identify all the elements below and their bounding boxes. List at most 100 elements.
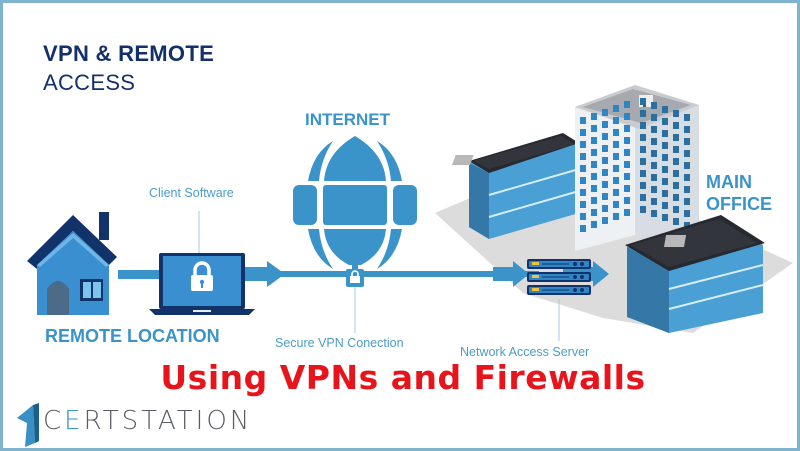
tower-window	[624, 197, 630, 204]
tower-window	[640, 158, 646, 165]
logo-text-prefix: C	[43, 406, 65, 436]
diagram-graphics	[17, 85, 793, 447]
tower-window	[602, 181, 608, 188]
tower-window	[684, 198, 690, 205]
tower-window	[640, 134, 646, 141]
tower-window	[662, 154, 668, 161]
tower-window	[613, 213, 619, 220]
tower-window	[580, 141, 586, 148]
tower-window	[673, 218, 679, 225]
main-office-label: MAIN OFFICE	[706, 171, 772, 215]
tower-window	[602, 121, 608, 128]
main-office-line1: MAIN	[706, 172, 752, 192]
logo-text-suffix: RTSTATION	[83, 406, 253, 436]
tower-window	[673, 194, 679, 201]
tower-window	[662, 214, 668, 221]
client-software-label: Client Software	[149, 186, 234, 200]
diagram-title-line2: ACCESS	[43, 70, 136, 95]
main-office-line2: OFFICE	[706, 194, 772, 214]
secure-vpn-label: Secure VPN Conection	[275, 336, 404, 350]
tower-window	[624, 149, 630, 156]
tower-window	[591, 185, 597, 192]
tower-window	[591, 149, 597, 156]
arrow-right-icon	[243, 261, 285, 287]
tower-window	[651, 186, 657, 193]
globe-icon	[293, 136, 417, 271]
certstation-logo-text: CERTSTATION	[43, 406, 252, 436]
tower-windows	[580, 98, 690, 232]
tower-window	[651, 126, 657, 133]
tower-window	[662, 190, 668, 197]
padlock-icon	[346, 269, 364, 333]
certstation-logo-icon	[17, 403, 39, 447]
tower-window	[684, 150, 690, 157]
tower-window	[580, 189, 586, 196]
office-building-right	[625, 215, 765, 333]
tower-window	[624, 161, 630, 168]
house-icon	[27, 212, 117, 315]
tower-window	[651, 174, 657, 181]
tower-window	[662, 142, 668, 149]
remote-location-label: REMOTE LOCATION	[45, 326, 220, 346]
tower-window	[651, 198, 657, 205]
tower-window	[684, 174, 690, 181]
tower-window	[613, 129, 619, 136]
tower-window	[640, 98, 646, 105]
tower-window	[673, 110, 679, 117]
tower-window	[640, 194, 646, 201]
tower-window	[624, 113, 630, 120]
tower-window	[591, 113, 597, 120]
tower-window	[651, 138, 657, 145]
tower-window	[613, 177, 619, 184]
tower-window	[580, 225, 586, 232]
tower-window	[673, 170, 679, 177]
tower-window	[580, 117, 586, 124]
tower-window	[662, 118, 668, 125]
internet-label: INTERNET	[305, 110, 390, 129]
tower-window	[651, 150, 657, 157]
tower-window	[602, 157, 608, 164]
tower-window	[673, 122, 679, 129]
tower-window	[602, 217, 608, 224]
tower-window	[580, 177, 586, 184]
connection-line	[118, 270, 539, 279]
tower-window	[580, 165, 586, 172]
tower-window	[591, 209, 597, 216]
tower-window	[591, 125, 597, 132]
tower-window	[673, 146, 679, 153]
server-rack-icon	[527, 259, 591, 341]
caption-title: Using VPNs and Firewalls	[160, 358, 646, 397]
tower-window	[684, 126, 690, 133]
tower-window	[640, 122, 646, 129]
tower-window	[651, 210, 657, 217]
tower-window	[624, 185, 630, 192]
network-access-server-label: Network Access Server	[460, 345, 590, 359]
tower-window	[662, 202, 668, 209]
diagram-title-line1: VPN & REMOTE	[43, 41, 215, 66]
tower-window	[580, 129, 586, 136]
tower-window	[591, 173, 597, 180]
tower-window	[640, 206, 646, 213]
tower-window	[684, 114, 690, 121]
tower-window	[580, 153, 586, 160]
tower-window	[591, 137, 597, 144]
tower-window	[662, 106, 668, 113]
arrow-right-icon	[493, 261, 529, 287]
tower-window	[662, 166, 668, 173]
tower-window	[591, 221, 597, 228]
tower-window	[684, 210, 690, 217]
tower-window	[591, 197, 597, 204]
tower-window	[640, 170, 646, 177]
tower-window	[613, 189, 619, 196]
office-building-left	[452, 133, 580, 239]
tower-window	[602, 109, 608, 116]
tower-window	[662, 178, 668, 185]
tower-window	[602, 145, 608, 152]
tower-window	[613, 201, 619, 208]
tower-window	[673, 158, 679, 165]
tower-window	[651, 162, 657, 169]
tower-window	[580, 213, 586, 220]
tower-window	[602, 193, 608, 200]
tower-window	[684, 138, 690, 145]
tower-window	[602, 133, 608, 140]
